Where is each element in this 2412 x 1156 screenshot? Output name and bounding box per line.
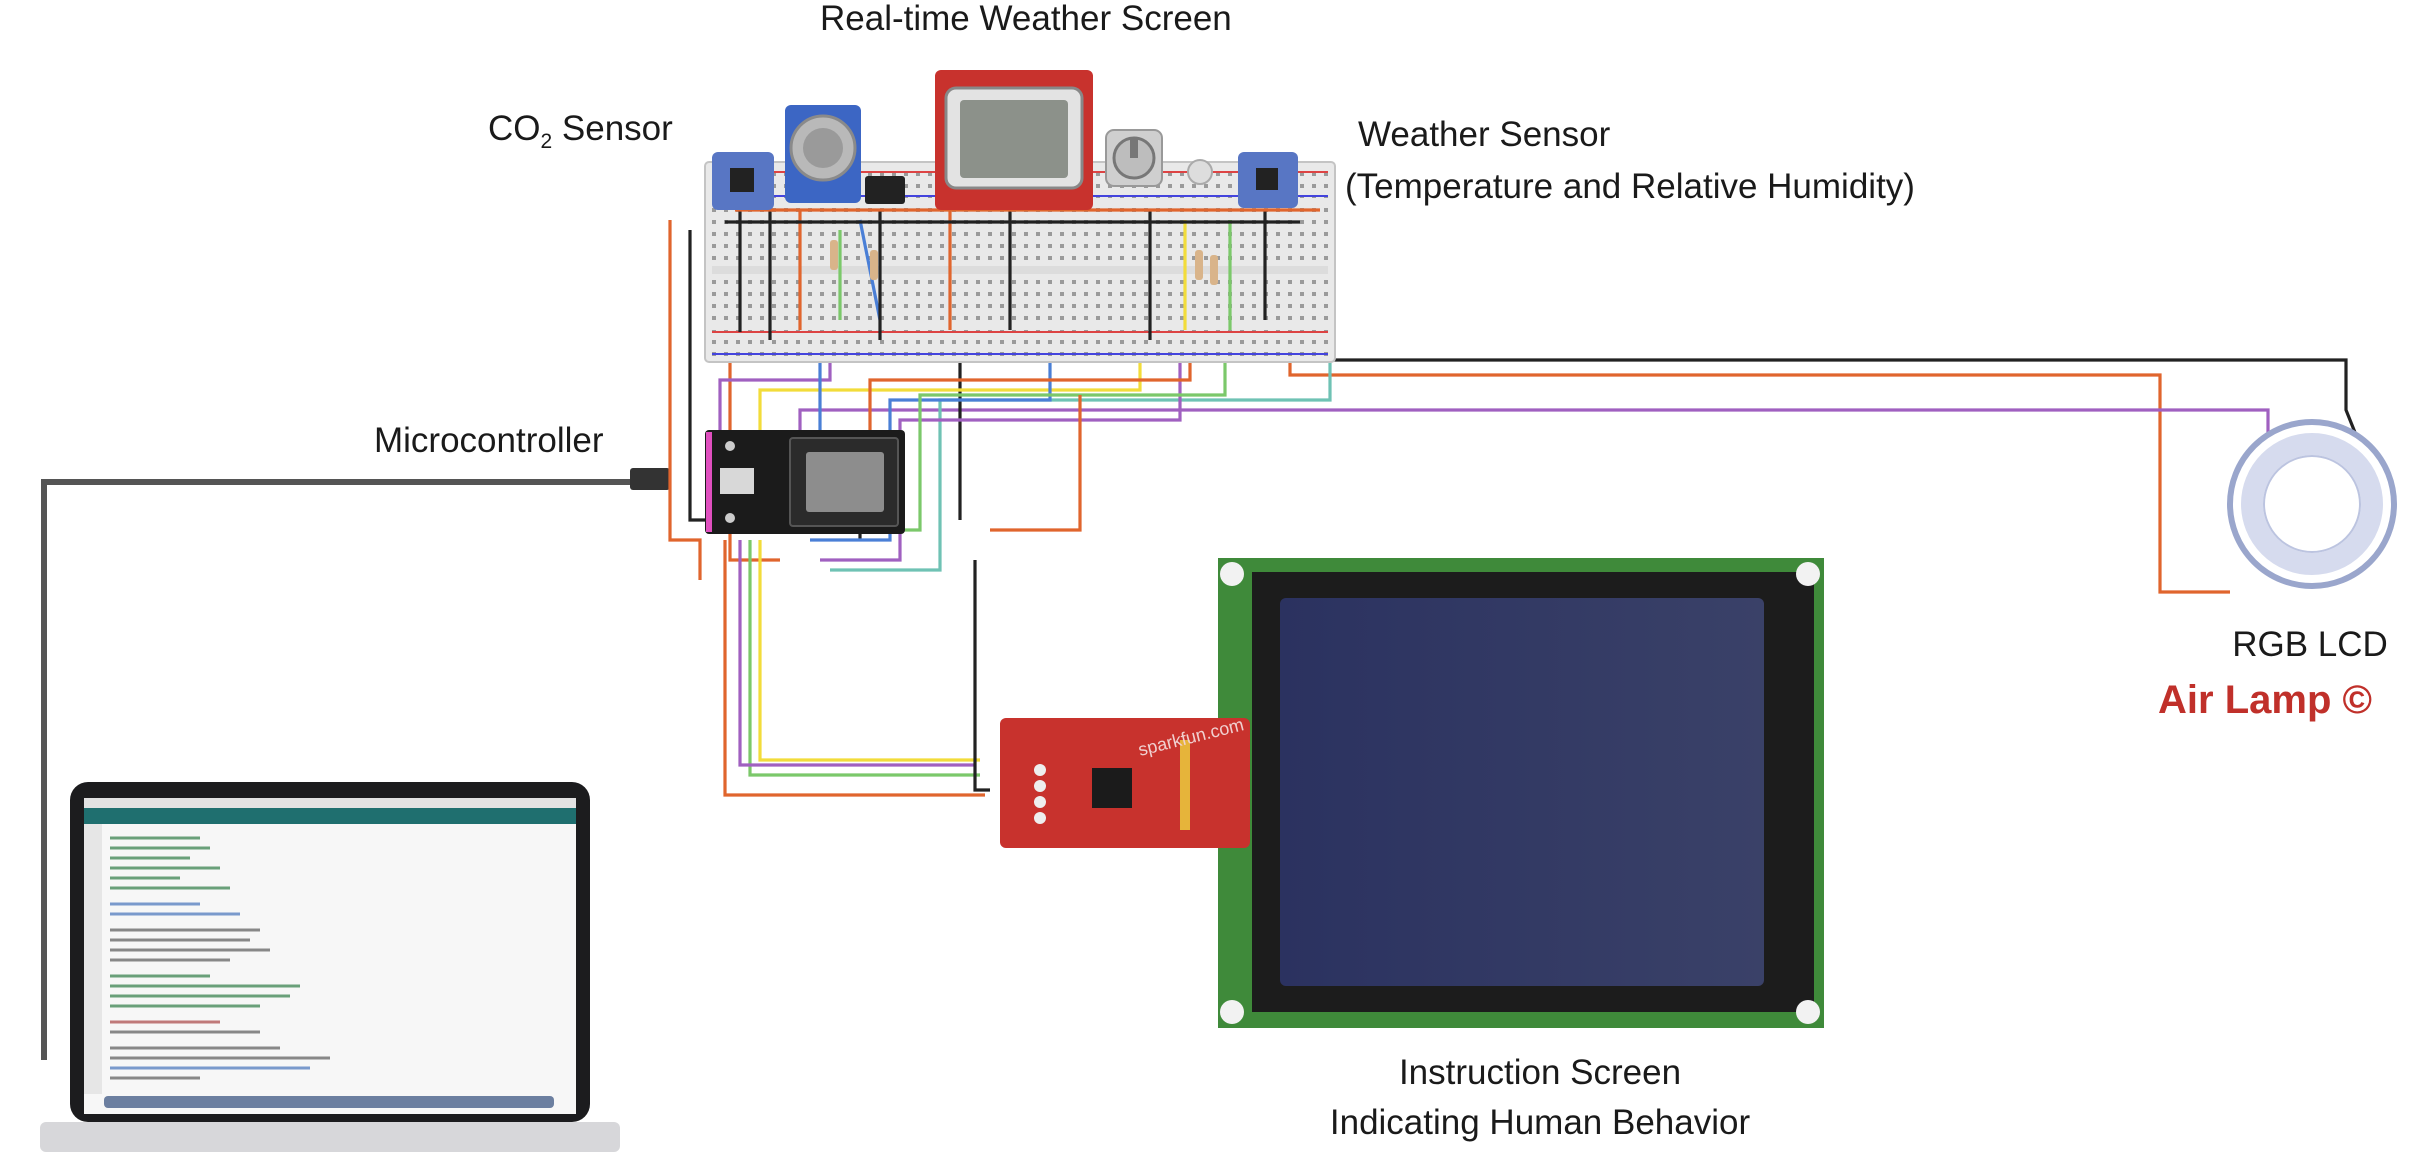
breadboard: [704, 161, 1336, 363]
instruction-display: [1280, 598, 1764, 986]
breadboard-holes-upper: [712, 206, 1328, 264]
laptop-base: [40, 1122, 620, 1152]
breadboard-holes-lower: [712, 276, 1328, 328]
breadboard-channel: [712, 266, 1328, 274]
co2-sensor-module: [712, 105, 861, 210]
ide-sidebar: [84, 824, 102, 1094]
label-air-lamp: Air Lamp ©: [2158, 678, 2372, 722]
laptop-menubar: [84, 798, 576, 808]
weather-screen-display: [960, 100, 1068, 178]
wire-orange-d: [723, 540, 985, 797]
label-weather-sensor: Weather Sensor: [1358, 114, 1610, 156]
label-rgb-lcd: RGB LCD: [2232, 625, 2388, 664]
wire-yellow-b: [758, 540, 980, 762]
label-weather-sensor-line1: Weather Sensor: [1358, 115, 1611, 154]
weather-screen-module: [935, 70, 1093, 210]
wire-orange-e: [990, 395, 1082, 532]
label-microcontroller: Microcontroller: [374, 421, 604, 460]
label-weather-sensor-detail: (Temperature and Relative Humidity): [1345, 167, 1915, 206]
wire-purple-c: [738, 540, 975, 767]
laptop: [40, 782, 620, 1152]
label-instruction-detail: Indicating Human Behavior: [1329, 1103, 1751, 1142]
wire-ring-black: [1258, 300, 2362, 446]
usb-cable: [41, 479, 640, 1060]
ide-code-lines: [110, 836, 330, 1080]
label-co2-subscript: 2: [540, 130, 553, 153]
instruction-screen-module: [1218, 558, 1824, 1028]
wire-green-b: [748, 540, 980, 777]
laptop-screen: [84, 798, 576, 1114]
label-instruction-screen: Instruction Screen: [1398, 1053, 1682, 1092]
ide-toolbar: [84, 808, 576, 824]
wire-orange-a: [668, 220, 702, 580]
wire-black-c: [973, 560, 990, 792]
wire-ring-purple: [798, 408, 2270, 440]
label-co2-prefix: CO: [488, 109, 541, 148]
resistors: [830, 240, 1218, 285]
label-weather-screen: Real-time Weather Screen: [820, 0, 1232, 38]
potentiometer: [1105, 129, 1163, 187]
laptop-dock: [104, 1096, 554, 1108]
weather-sensor-module: [1238, 152, 1298, 208]
usb-plug: [630, 468, 670, 490]
wire-purple-b: [820, 340, 1182, 562]
label-co2-sensor: CO2 Sensor: [488, 108, 673, 154]
rgb-lcd-ring: [2227, 419, 2397, 589]
microcontroller-board: [705, 430, 905, 534]
sparkfun-backpack: sparkfun.com: [1000, 714, 1250, 848]
label-co2-suffix: Sensor: [552, 109, 673, 148]
breadboard-rail-bottom: [712, 330, 1328, 356]
wire-ring-orange: [1288, 300, 2230, 594]
rgb-led: [1187, 159, 1213, 185]
push-button: [865, 176, 905, 204]
